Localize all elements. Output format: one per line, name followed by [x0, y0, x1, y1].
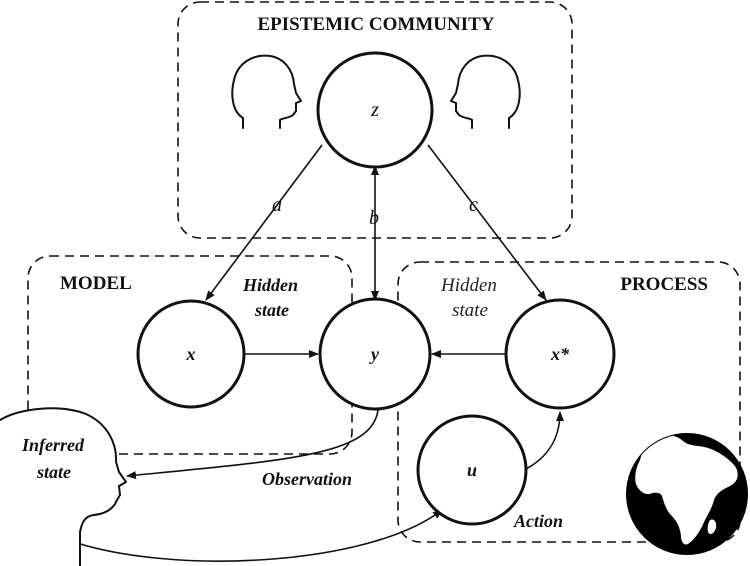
node-y-label: y: [369, 344, 380, 364]
inferred-label-line1: Inferred: [21, 435, 85, 455]
node-xstar-label: x*: [550, 344, 570, 364]
observation-label: Observation: [262, 469, 352, 489]
model-hidden-label-line1: Hidden: [242, 275, 298, 295]
node-u-label: u: [467, 460, 477, 480]
node-x: [136, 299, 246, 409]
edge-label-b: b: [369, 207, 379, 229]
head-profile-icon: [0, 407, 127, 566]
process-title: PROCESS: [620, 274, 708, 295]
edge-y-to-inferred: [126, 409, 379, 480]
node-z: [316, 51, 434, 169]
node-xstar: [504, 298, 616, 410]
edge-inferred-to-u: [67, 509, 443, 562]
process-hidden-label-line1: Hidden: [440, 275, 497, 296]
model-hidden-label-line2: state: [254, 300, 289, 320]
process-hidden-label-line2: state: [452, 300, 488, 321]
action-label: Action: [513, 511, 563, 531]
edge-label-a: a: [272, 194, 282, 216]
edge-z-to-xstar: [427, 144, 547, 301]
node-y: [318, 297, 432, 411]
edge-u-to-xstar: [523, 411, 564, 471]
model-title: MODEL: [60, 273, 132, 294]
earth-globe-icon: [626, 433, 748, 555]
node-x-label: x: [186, 344, 196, 364]
node-z-label: z: [370, 99, 379, 121]
edge-z-to-x: [205, 144, 323, 301]
edge-label-c: c: [469, 194, 478, 216]
node-u: [416, 414, 528, 526]
community-title: EPISTEMIC COMMUNITY: [258, 14, 495, 35]
head-profile-icon: [231, 54, 302, 129]
head-profile-icon: [450, 54, 521, 129]
inferred-label-line2: state: [36, 462, 71, 482]
